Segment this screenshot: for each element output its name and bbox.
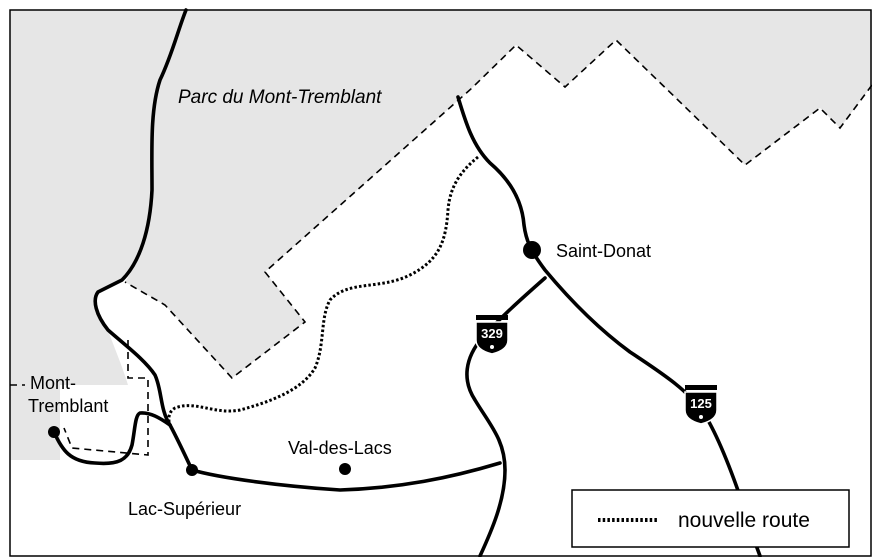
legend-box [571,489,850,548]
new-route [167,155,479,426]
town-label-mont-tremblant-2: Tremblant [28,396,108,416]
road-mont-tremblant [52,411,172,466]
town-label-lac-superieur: Lac-Supérieur [128,499,241,519]
park-area [10,10,872,460]
legend: nouvelle route [571,489,850,548]
map-frame [9,9,872,557]
park-boundary [124,38,872,380]
town-marker-mont-tremblant [48,426,60,438]
road-west [93,8,194,472]
road-lac-superieur-east [190,461,502,492]
town-marker-val-des-lacs [339,463,351,475]
town-label-saint-donat: Saint-Donat [556,241,651,261]
route-329-number: 329 [481,326,503,341]
route-329-shield: 329 [475,315,509,355]
town-marker-saint-donat [523,241,541,259]
town-label-val-des-lacs: Val-des-Lacs [288,438,392,458]
town-label-mont-tremblant-1: Mont- [30,373,76,393]
route-125-number: 125 [690,396,712,411]
legend-label: nouvelle route [678,509,810,532]
park-boundary-west [63,340,149,456]
park-label: Parc du Mont-Tremblant [178,87,382,108]
route-125-shield: 125 [684,385,718,425]
town-marker-lac-superieur [186,464,198,476]
